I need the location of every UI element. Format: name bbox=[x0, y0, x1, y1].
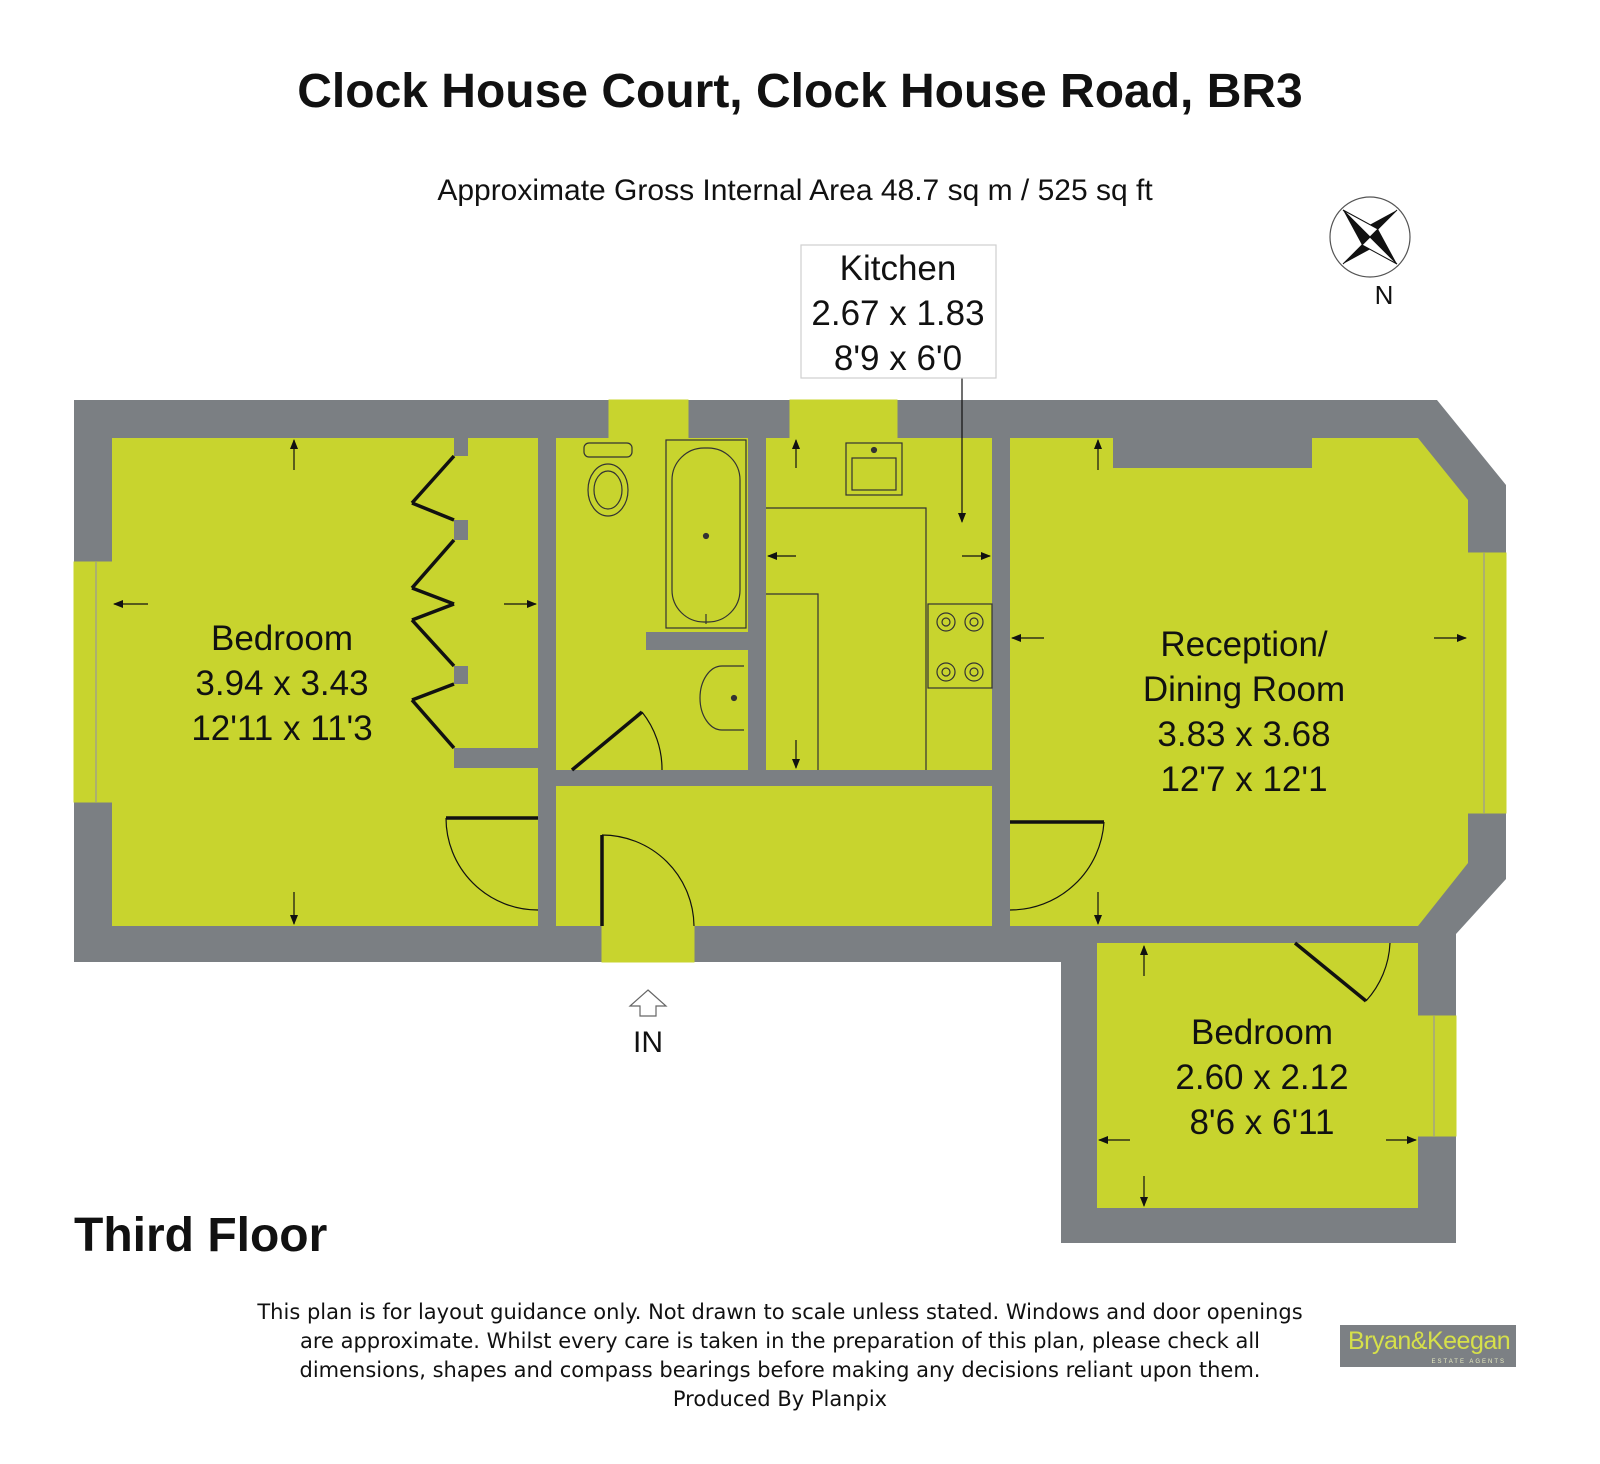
entrance-arrow-icon bbox=[628, 989, 668, 1017]
wall-reception-bed2-right bbox=[1390, 926, 1456, 943]
bedroom-1-label: Bedroom 3.94 x 3.43 12'11 x 11'3 bbox=[191, 619, 372, 748]
agent-logo: Bryan&Keegan ESTATE AGENTS bbox=[1340, 1325, 1516, 1367]
washbasin-icon bbox=[699, 665, 744, 731]
wall-kitchen-bottom bbox=[926, 770, 992, 786]
fixtures bbox=[583, 439, 993, 770]
disclaimer-line-3: dimensions, shapes and compass bearings … bbox=[299, 1358, 1261, 1382]
kitchen-callout-box bbox=[800, 244, 997, 379]
kitchen-imperial: 8'9 x 6'0 bbox=[834, 339, 962, 378]
bedroom-2-floor bbox=[1097, 943, 1418, 1208]
bedroom-1-metric: 3.94 x 3.43 bbox=[195, 664, 368, 703]
wall-reception-bed2 bbox=[1061, 926, 1295, 943]
reception-metric: 3.83 x 3.68 bbox=[1157, 715, 1330, 754]
wall-kitchen-reception bbox=[992, 438, 1010, 822]
bathroom-door bbox=[570, 710, 663, 772]
wall-wardrobe-mid2 bbox=[454, 666, 468, 684]
window-lines bbox=[95, 553, 1485, 1136]
reception-imperial: 12'7 x 12'1 bbox=[1160, 760, 1327, 799]
disclaimer-line-4: Produced By Planpix bbox=[672, 1387, 888, 1411]
disclaimer-line-2: are approximate. Whilst every care is ta… bbox=[299, 1329, 1261, 1353]
wall-bath-split bbox=[646, 632, 748, 650]
window-bedroom-2 bbox=[1417, 1015, 1457, 1137]
wall-wardrobe-mid1 bbox=[454, 520, 468, 540]
reception-door bbox=[1009, 820, 1105, 911]
floor-label: Third Floor bbox=[74, 1209, 328, 1262]
bedroom-1-door bbox=[445, 816, 539, 911]
kitchen-sink-icon bbox=[845, 442, 903, 496]
window-kitchen bbox=[789, 399, 898, 439]
bathroom-floor bbox=[556, 438, 748, 770]
bedroom-2-imperial: 8'6 x 6'11 bbox=[1189, 1103, 1334, 1142]
internal-walls bbox=[454, 438, 1456, 943]
reception-floor bbox=[1010, 438, 1468, 926]
wardrobe-floor bbox=[468, 438, 538, 768]
gross-area-text: Approximate Gross Internal Area 48.7 sq … bbox=[437, 174, 1153, 207]
bedroom-1-imperial: 12'11 x 11'3 bbox=[191, 709, 372, 748]
compass-north-label: N bbox=[1375, 280, 1394, 310]
wall-wardrobe-top bbox=[454, 438, 468, 456]
hob-icon bbox=[927, 603, 993, 689]
agent-logo-brand: Bryan&Keegan bbox=[1348, 1327, 1511, 1355]
front-door-opening bbox=[601, 925, 695, 963]
disclaimer-line-1: This plan is for layout guidance only. N… bbox=[257, 1300, 1303, 1324]
window-reception bbox=[1467, 552, 1507, 814]
disclaimer: This plan is for layout guidance only. N… bbox=[230, 1298, 1330, 1414]
kitchen-name: Kitchen bbox=[840, 249, 957, 288]
wardrobe-doors bbox=[410, 454, 456, 750]
wall-bed1-hall-low bbox=[538, 906, 556, 926]
wall-bed1-bath bbox=[538, 438, 556, 784]
wall-wardrobe-bottom bbox=[454, 748, 538, 768]
windows bbox=[73, 399, 1507, 1137]
reception-name-line1: Reception/ bbox=[1160, 625, 1328, 664]
doors bbox=[410, 454, 1391, 1003]
entrance-label: IN bbox=[633, 1026, 663, 1059]
toilet-icon bbox=[583, 442, 633, 517]
bedroom-2-label: Bedroom 2.60 x 2.12 8'6 x 6'11 bbox=[1175, 1013, 1348, 1142]
reception-name-line2: Dining Room bbox=[1143, 670, 1345, 709]
kitchen-callout: Kitchen 2.67 x 1.83 8'9 x 6'0 bbox=[800, 244, 997, 379]
worktop-outline bbox=[766, 507, 927, 770]
bathtub-icon bbox=[665, 439, 747, 629]
dimension-arrows bbox=[113, 378, 1467, 1207]
bedroom-2-door bbox=[1293, 941, 1391, 1003]
bedroom-1-name: Bedroom bbox=[211, 619, 353, 658]
wall-bath-bottom bbox=[662, 770, 822, 786]
bedroom-2-name: Bedroom bbox=[1191, 1013, 1333, 1052]
hallway-floor bbox=[556, 786, 992, 926]
agent-logo-tagline: ESTATE AGENTS bbox=[1431, 1359, 1506, 1365]
kitchen-metric: 2.67 x 1.83 bbox=[811, 294, 984, 333]
wall-bath-kitchen bbox=[748, 438, 766, 770]
window-bathroom bbox=[608, 399, 689, 439]
window-bedroom-1 bbox=[73, 561, 113, 803]
reception-label: Reception/ Dining Room 3.83 x 3.68 12'7 … bbox=[1143, 625, 1345, 799]
plan-title: Clock House Court, Clock House Road, BR3 bbox=[297, 65, 1303, 118]
compass-rose-icon bbox=[1329, 196, 1411, 278]
front-door bbox=[600, 834, 695, 927]
bedroom-2-metric: 2.60 x 2.12 bbox=[1175, 1058, 1348, 1097]
wall-hall-reception-low bbox=[992, 908, 1010, 926]
